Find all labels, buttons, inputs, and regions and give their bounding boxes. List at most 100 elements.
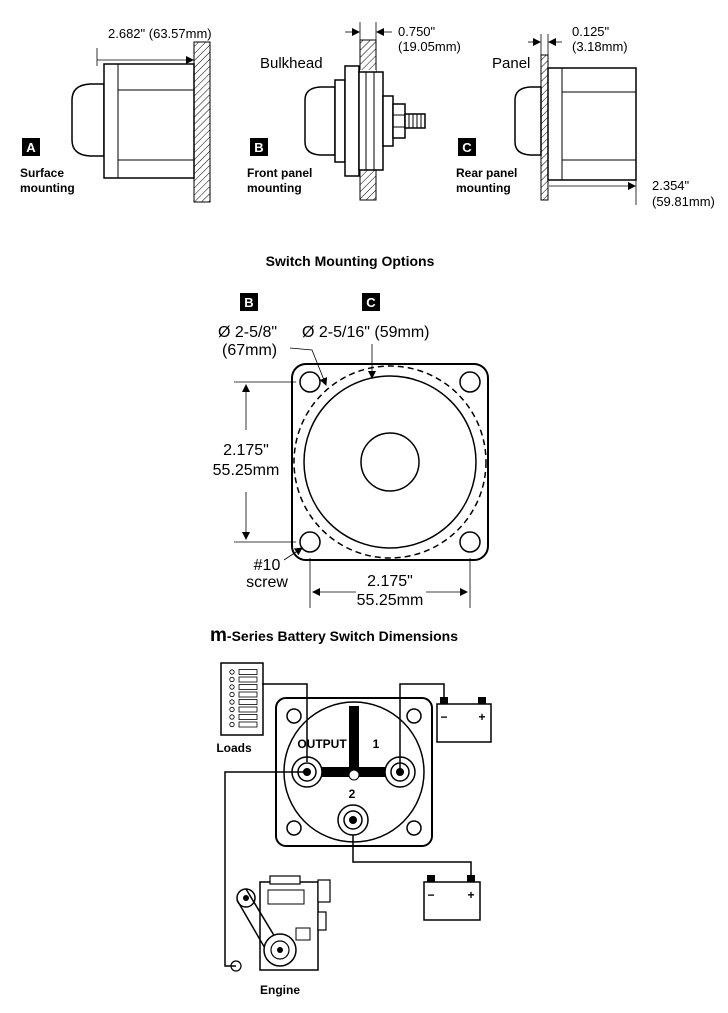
badge-b-text: B bbox=[254, 140, 263, 155]
battery-1-positive: + bbox=[478, 710, 485, 724]
hole-b-diameter: Ø 2-5/8" bbox=[218, 324, 277, 341]
battery-1: − + bbox=[436, 697, 492, 743]
screw-leader bbox=[283, 547, 303, 561]
cutout-dashed-circle bbox=[293, 365, 487, 559]
load-switch bbox=[238, 669, 258, 675]
switch-flange-outline bbox=[291, 363, 489, 561]
mounting-hole bbox=[406, 708, 422, 724]
dimension-label-mm: (19.05mm) bbox=[398, 39, 461, 54]
mount-label-line1: Surface bbox=[20, 166, 64, 180]
dimension-label: 2.682" (63.57mm) bbox=[108, 26, 212, 41]
badge-a-text: A bbox=[26, 140, 36, 155]
mounting-rear-panel: 0.125" (3.18mm) 2.354" (59.81mm) Panel C… bbox=[456, 24, 715, 209]
load-indicator bbox=[229, 706, 235, 713]
depth-label-in: 2.354" bbox=[652, 178, 690, 193]
load-switch bbox=[238, 714, 258, 720]
load-indicator bbox=[229, 691, 235, 698]
wires bbox=[224, 660, 482, 967]
load-indicator bbox=[229, 669, 235, 675]
badge-c bbox=[362, 293, 380, 311]
knob-circle bbox=[360, 432, 420, 492]
mounting-surface: 2.682" (63.57mm) A Surface mounting bbox=[20, 26, 212, 203]
load-switch bbox=[238, 676, 258, 683]
switch-dimension-drawing: B C Ø 2-5/8" (67mm) Ø 2-5/16" (59mm) 2.1… bbox=[213, 293, 489, 609]
engine: Engine bbox=[230, 875, 331, 997]
wiring-diagram: Loads OUTPUT 1 2 bbox=[216, 660, 492, 997]
width-in: 2.175" bbox=[367, 573, 413, 590]
hole-b-diameter-mm: (67mm) bbox=[222, 342, 277, 359]
engine-label: Engine bbox=[260, 983, 300, 997]
wire-terminal2-battery bbox=[352, 835, 472, 875]
screw-label-2: screw bbox=[246, 574, 288, 591]
load-switch bbox=[238, 691, 258, 698]
load-switch bbox=[238, 706, 258, 713]
load-indicator bbox=[229, 721, 235, 728]
load-indicator bbox=[229, 714, 235, 720]
mount-label-line2: mounting bbox=[456, 181, 511, 195]
width-mm: 55.25mm bbox=[357, 592, 424, 609]
height-mm: 55.25mm bbox=[213, 462, 280, 479]
mounting-front-panel: 0.750" (19.05mm) Bulkhead B Front panel … bbox=[247, 22, 461, 201]
loads-label: Loads bbox=[216, 741, 252, 755]
load-switch bbox=[238, 721, 258, 728]
battery-1-negative: − bbox=[440, 710, 447, 724]
title-prefix: m bbox=[210, 625, 227, 646]
front-flange bbox=[344, 65, 360, 177]
mount-label-line2: mounting bbox=[20, 181, 75, 195]
load-switch bbox=[238, 684, 258, 690]
bulkhead-label: Bulkhead bbox=[260, 55, 323, 72]
leader-line-b bbox=[289, 347, 328, 386]
height-in: 2.175" bbox=[223, 442, 269, 459]
battery-switch: OUTPUT 1 2 bbox=[275, 697, 433, 847]
wire-battery2-ground bbox=[330, 870, 431, 893]
switch-body-circle bbox=[303, 375, 477, 549]
mount-label-line2: mounting bbox=[247, 181, 302, 195]
badge-a bbox=[22, 138, 40, 156]
wire-output-engine bbox=[224, 771, 307, 967]
wire-loads-output bbox=[262, 683, 308, 762]
terminal-nut bbox=[392, 103, 406, 139]
switch-body bbox=[103, 63, 195, 179]
panel-label: Panel bbox=[492, 55, 530, 72]
dimension-label-in: 0.750" bbox=[398, 24, 436, 39]
loads-panel: Loads bbox=[216, 662, 264, 755]
thickness-label-in: 0.125" bbox=[572, 24, 610, 39]
terminal-2 bbox=[337, 804, 369, 836]
badge-c-text: C bbox=[462, 140, 472, 155]
load-indicator bbox=[229, 699, 235, 705]
depth-label-mm: (59.81mm) bbox=[652, 194, 715, 209]
wire-battery1-positive bbox=[395, 660, 482, 697]
hole-c-diameter: Ø 2-5/16" (59mm) bbox=[302, 324, 430, 341]
switch-knob bbox=[71, 83, 105, 157]
badge-b-text: B bbox=[244, 295, 253, 310]
badge-b bbox=[240, 293, 258, 311]
panel-hatch bbox=[540, 54, 549, 201]
section-title-dimensions: m-Series Battery Switch Dimensions bbox=[210, 625, 458, 646]
terminal-stud bbox=[404, 113, 426, 129]
mounting-hole bbox=[459, 531, 481, 553]
mounting-hole bbox=[406, 820, 422, 836]
screw-label: #10 bbox=[254, 557, 281, 574]
switch-knob bbox=[304, 86, 336, 156]
switch-body bbox=[547, 67, 637, 181]
battery-2: − + bbox=[423, 875, 481, 921]
mounting-hole bbox=[286, 820, 302, 836]
badge-c-text: C bbox=[366, 295, 376, 310]
mounting-hole bbox=[459, 371, 481, 393]
position-1-label: 1 bbox=[373, 737, 380, 751]
mounting-hole bbox=[299, 531, 321, 553]
badge-c bbox=[458, 138, 476, 156]
wall-hatch bbox=[193, 41, 211, 203]
load-indicator bbox=[229, 684, 235, 690]
badge-b bbox=[250, 138, 268, 156]
wire-terminal1-battery bbox=[399, 683, 445, 772]
title-rest: -Series Battery Switch Dimensions bbox=[227, 628, 458, 644]
mounting-hole bbox=[286, 708, 302, 724]
mount-label-line1: Front panel bbox=[247, 166, 312, 180]
switch-knob bbox=[514, 86, 542, 156]
load-indicator bbox=[229, 676, 235, 683]
load-switch bbox=[238, 699, 258, 705]
battery-2-negative: − bbox=[427, 888, 434, 902]
output-label: OUTPUT bbox=[297, 737, 347, 751]
thickness-label-mm: (3.18mm) bbox=[572, 39, 628, 54]
